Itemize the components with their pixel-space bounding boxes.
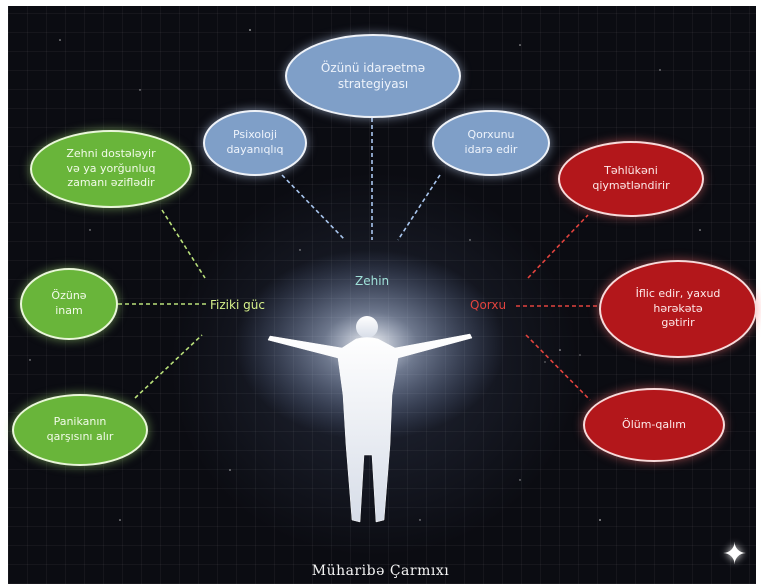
link-fear-survival xyxy=(525,334,591,401)
node-life-or-death: Ölüm-qalım xyxy=(583,388,725,462)
stars xyxy=(29,29,701,521)
node-self-management-strategy: Özünü idarəetmə strategiyası xyxy=(285,34,461,118)
link-fear-assess xyxy=(527,214,589,279)
node-prevents-panic: Panikanın qarşısını alır xyxy=(12,394,148,466)
human-figure xyxy=(235,250,505,523)
hub-label-physical: Fiziki güc xyxy=(210,298,265,312)
link-phys-panic xyxy=(134,334,203,399)
node-assesses-danger: Təhlükəni qiymətləndirir xyxy=(558,141,704,217)
hub-label-fear: Qorxu xyxy=(470,298,507,312)
diagram-caption: Müharibə Çarmıxı xyxy=(311,563,450,579)
link-mind-fear-control xyxy=(397,174,441,241)
node-paralyzes-or-mobilizes: İflic edir, yaxud hərəkətə gətirir xyxy=(599,260,757,358)
sparkle-icon: ✦ xyxy=(722,537,748,572)
node-psychological-resilience: Psixoloji dayanıqlıq xyxy=(203,110,307,176)
link-mind-resilience xyxy=(281,174,346,241)
hub-label-mind: Zehin xyxy=(355,274,390,288)
link-phys-mind xyxy=(161,209,206,279)
node-self-confidence: Özünə inam xyxy=(20,268,118,340)
node-controls-fear: Qorxunu idarə edir xyxy=(432,110,550,176)
node-supports-mind: Zehni dostələyir və ya yorğunluq zamanı … xyxy=(30,130,192,208)
